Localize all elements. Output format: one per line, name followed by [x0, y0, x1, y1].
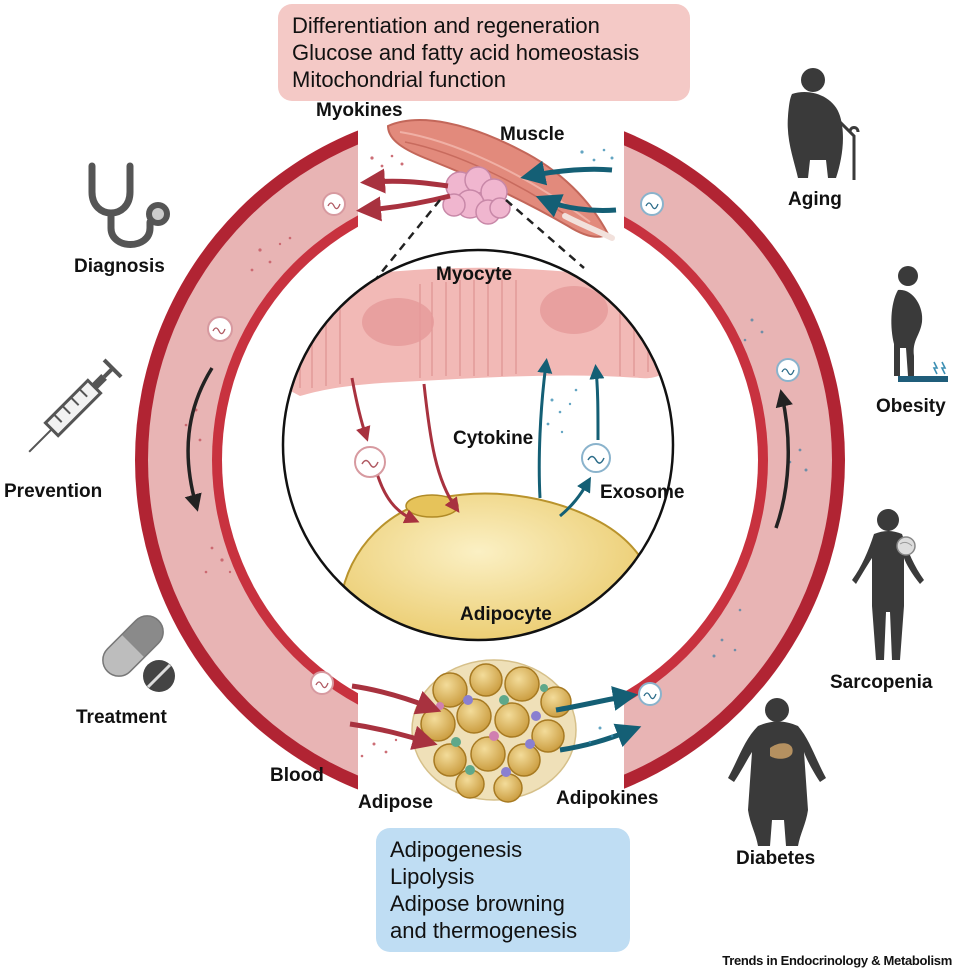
- diabetes-icon: [728, 698, 826, 846]
- exosome-label: Exosome: [600, 482, 685, 503]
- adipose-function-line: Adipogenesis: [390, 837, 523, 862]
- aging-label: Aging: [788, 189, 842, 210]
- stromal-cells: [436, 684, 548, 777]
- prevention-label: Prevention: [4, 481, 103, 502]
- ring-vesicles: [207, 192, 800, 706]
- adipose-function-line: Adipose browning: [390, 891, 565, 916]
- zoom-circle: [281, 248, 675, 642]
- exosome-vesicle: [581, 443, 611, 473]
- adipose-function-line: Lipolysis: [390, 864, 475, 889]
- myocyte-label: Myocyte: [436, 264, 513, 285]
- treatment-label: Treatment: [76, 707, 167, 728]
- sarcopenia-label: Sarcopenia: [830, 672, 933, 693]
- pill-icon: [102, 615, 175, 692]
- journal-credit: Trends in Endocrinology & Metabolism: [722, 953, 952, 968]
- cytokine-label: Cytokine: [453, 428, 534, 449]
- adipose-function-line: and thermogenesis: [390, 918, 578, 943]
- muscle-label: Muscle: [500, 124, 565, 145]
- vesicle-left-bottom: [310, 671, 334, 695]
- muscle-function-line: Mitochondrial function: [292, 67, 507, 92]
- cytokine-vesicle: [354, 446, 386, 478]
- adipokines-label: Adipokines: [556, 788, 659, 809]
- blood-label: Blood: [270, 765, 324, 786]
- vesicle-right-bottom: [638, 682, 662, 706]
- vesicle-left-mid: [207, 316, 233, 342]
- muscle-functions-box: Differentiation and regeneration Glucose…: [278, 4, 690, 101]
- adipose-functions-box: Adipogenesis Lipolysis Adipose browning …: [376, 828, 630, 952]
- muscle-cross-section: [442, 166, 511, 225]
- syringe-icon: [28, 358, 123, 453]
- stethoscope-icon: [88, 162, 170, 248]
- muscle-function-line: Glucose and fatty acid homeostasis: [292, 40, 640, 65]
- obesity-label: Obesity: [876, 396, 946, 417]
- muscle-illustration: [356, 119, 617, 285]
- adipocyte-label: Adipocyte: [460, 604, 552, 625]
- vesicle-right-mid: [776, 358, 800, 382]
- aging-icon: [787, 68, 860, 180]
- vesicle-left-top: [322, 192, 346, 216]
- obesity-icon: [891, 266, 948, 382]
- myokines-label: Myokines: [316, 100, 403, 121]
- muscle-function-line: Differentiation and regeneration: [292, 13, 600, 38]
- adipose-illustration: [349, 659, 642, 803]
- diabetes-label: Diabetes: [736, 848, 816, 869]
- sarcopenia-icon: [852, 509, 924, 660]
- adipose-label: Adipose: [358, 792, 433, 813]
- vesicle-right-top: [640, 192, 664, 216]
- diagnosis-label: Diagnosis: [74, 256, 165, 277]
